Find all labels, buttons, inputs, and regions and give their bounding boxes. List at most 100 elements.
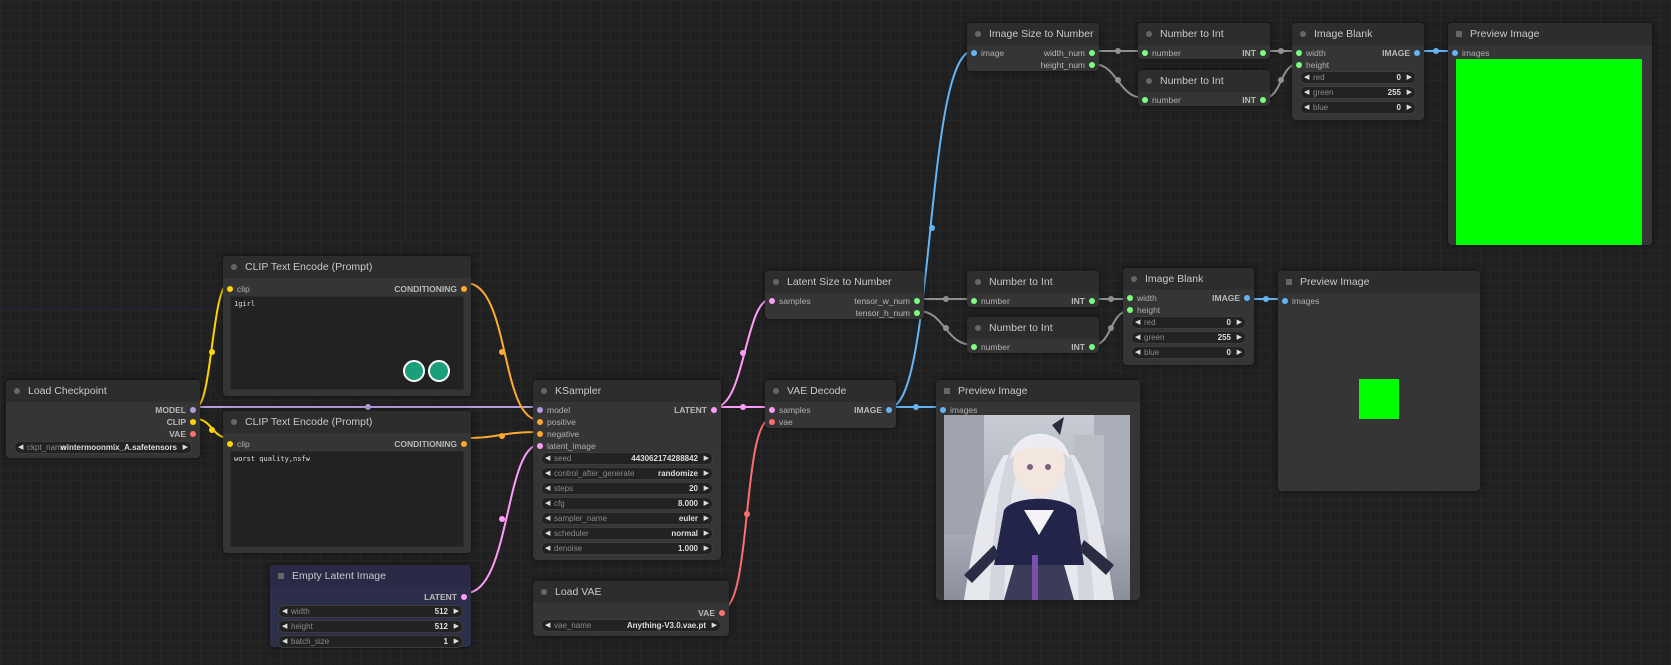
- right-arrow-icon[interactable]: ▶: [703, 515, 709, 522]
- node-title[interactable]: Latent Size to Number: [765, 271, 924, 293]
- output-slot[interactable]: [461, 286, 467, 292]
- node-collapse-dot[interactable]: [231, 264, 237, 270]
- node-title[interactable]: Preview Image: [1278, 271, 1480, 293]
- input-slot[interactable]: [769, 419, 775, 425]
- output-slot[interactable]: [1414, 50, 1420, 56]
- right-arrow-icon[interactable]: ▶: [1406, 89, 1412, 96]
- node-title[interactable]: Number to Int: [1138, 23, 1270, 45]
- right-arrow-icon[interactable]: ▶: [703, 485, 709, 492]
- right-arrow-icon[interactable]: ▶: [1236, 334, 1242, 341]
- preview-image-green-small[interactable]: [1359, 379, 1399, 419]
- node-collapse-dot[interactable]: [541, 388, 547, 394]
- node-title[interactable]: Load VAE: [533, 581, 729, 603]
- left-arrow-icon[interactable]: ◀: [545, 500, 551, 507]
- node-title[interactable]: Image Blank: [1292, 23, 1424, 45]
- right-arrow-icon[interactable]: ▶: [1236, 349, 1242, 356]
- output-slot[interactable]: [461, 594, 467, 600]
- left-arrow-icon[interactable]: ◀: [545, 515, 551, 522]
- node-collapse-dot[interactable]: [1131, 276, 1137, 282]
- left-arrow-icon[interactable]: ◀: [545, 545, 551, 552]
- input-slot[interactable]: [1127, 295, 1133, 301]
- node-title[interactable]: Number to Int: [967, 271, 1099, 293]
- node-collapse-dot[interactable]: [231, 419, 237, 425]
- output-slot[interactable]: [1089, 62, 1095, 68]
- left-arrow-icon[interactable]: ◀: [1135, 334, 1141, 341]
- output-slot[interactable]: [1089, 298, 1095, 304]
- left-arrow-icon[interactable]: ◀: [1304, 104, 1310, 111]
- node-title[interactable]: Image Size to Number: [967, 23, 1099, 45]
- left-arrow-icon[interactable]: ◀: [1135, 349, 1141, 356]
- right-arrow-icon[interactable]: ▶: [182, 444, 188, 451]
- input-slot[interactable]: [971, 50, 977, 56]
- node-collapse-dot[interactable]: [1146, 31, 1152, 37]
- node-title[interactable]: CLIP Text Encode (Prompt): [223, 256, 471, 278]
- preview-image-green-large[interactable]: [1456, 59, 1642, 245]
- node-collapse-dot[interactable]: [14, 388, 20, 394]
- refresh-assistant-icon[interactable]: [428, 360, 450, 382]
- input-slot[interactable]: [1296, 62, 1302, 68]
- input-slot[interactable]: [940, 407, 946, 413]
- node-collapse-dot[interactable]: [944, 388, 950, 394]
- right-arrow-icon[interactable]: ▶: [453, 608, 459, 615]
- input-slot[interactable]: [1282, 298, 1288, 304]
- input-slot[interactable]: [1452, 50, 1458, 56]
- right-arrow-icon[interactable]: ▶: [703, 500, 709, 507]
- output-slot[interactable]: [190, 431, 196, 437]
- left-arrow-icon[interactable]: ◀: [282, 608, 288, 615]
- left-arrow-icon[interactable]: ◀: [282, 623, 288, 630]
- node-preview-image-mid[interactable]: Preview Image images: [1278, 271, 1480, 491]
- input-slot[interactable]: [769, 407, 775, 413]
- prompt-textarea[interactable]: 1girl: [230, 296, 464, 390]
- input-slot[interactable]: [1296, 50, 1302, 56]
- output-slot[interactable]: [1089, 344, 1095, 350]
- left-arrow-icon[interactable]: ◀: [545, 455, 551, 462]
- output-slot[interactable]: [719, 610, 725, 616]
- input-slot[interactable]: [537, 419, 543, 425]
- node-collapse-dot[interactable]: [975, 279, 981, 285]
- output-slot[interactable]: [711, 407, 717, 413]
- preview-image-anime-girl[interactable]: [944, 415, 1130, 600]
- node-collapse-dot[interactable]: [1456, 31, 1462, 37]
- grammar-assistant-icon[interactable]: [403, 360, 425, 382]
- left-arrow-icon[interactable]: ◀: [545, 485, 551, 492]
- output-slot[interactable]: [1089, 50, 1095, 56]
- right-arrow-icon[interactable]: ▶: [703, 530, 709, 537]
- node-title[interactable]: Number to Int: [967, 317, 1099, 339]
- left-arrow-icon[interactable]: ◀: [545, 622, 551, 629]
- right-arrow-icon[interactable]: ▶: [453, 638, 459, 645]
- input-slot[interactable]: [1142, 50, 1148, 56]
- right-arrow-icon[interactable]: ▶: [711, 622, 717, 629]
- right-arrow-icon[interactable]: ▶: [1406, 74, 1412, 81]
- node-title[interactable]: VAE Decode: [765, 380, 896, 402]
- input-slot[interactable]: [1127, 307, 1133, 313]
- right-arrow-icon[interactable]: ▶: [703, 470, 709, 477]
- node-collapse-dot[interactable]: [278, 573, 284, 579]
- output-slot[interactable]: [1260, 97, 1266, 103]
- output-slot[interactable]: [190, 407, 196, 413]
- input-slot[interactable]: [537, 443, 543, 449]
- left-arrow-icon[interactable]: ◀: [1135, 319, 1141, 326]
- node-title[interactable]: Empty Latent Image: [270, 565, 471, 587]
- node-collapse-dot[interactable]: [1300, 31, 1306, 37]
- input-slot[interactable]: [971, 298, 977, 304]
